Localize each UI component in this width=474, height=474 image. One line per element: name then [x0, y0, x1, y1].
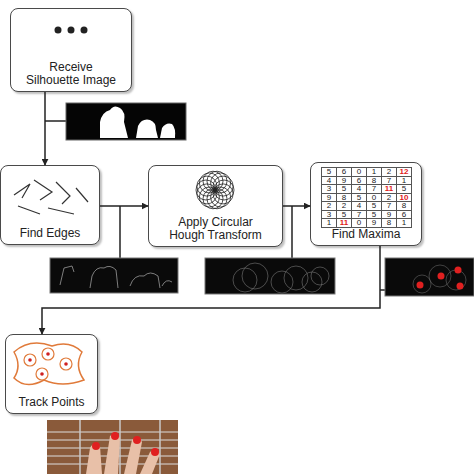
- table-cell: 7: [382, 202, 397, 211]
- table-cell: 7: [382, 177, 397, 186]
- table-cell: 6: [352, 177, 367, 186]
- hough-circle: [207, 189, 227, 209]
- dots-icon: [55, 27, 88, 34]
- table-cell: 2: [382, 194, 397, 203]
- leader-line: [45, 120, 66, 122]
- hough-circle: [203, 189, 223, 209]
- table-cell: 2: [382, 168, 397, 177]
- leader-line: [380, 289, 385, 291]
- table-cell: 4: [322, 177, 337, 186]
- table-cell: 6: [397, 211, 412, 220]
- table-cell: 4: [352, 202, 367, 211]
- table-cell: 8: [337, 194, 352, 203]
- hough-circle: [211, 187, 231, 207]
- node-label: Track Points: [18, 396, 84, 409]
- flow-arrow: [283, 205, 310, 207]
- table-cell: 2: [322, 202, 337, 211]
- hough-circle: [213, 184, 233, 204]
- table-cell: 2: [337, 202, 352, 211]
- hough-image: [205, 258, 335, 294]
- table-cell: 1: [367, 168, 382, 177]
- edges-icon: [14, 180, 88, 214]
- hough-circle: [199, 187, 219, 207]
- maxima-image: [385, 258, 474, 296]
- table-cell: 5: [367, 211, 382, 220]
- process-box: Track Points: [5, 334, 98, 414]
- hough-circle: [214, 180, 234, 200]
- table-cell: 12: [397, 168, 412, 177]
- guitar-image: [47, 420, 178, 474]
- table-cell: 1: [322, 219, 337, 228]
- hough-circle: [203, 171, 223, 191]
- flow-arrow: [44, 92, 46, 165]
- process-box: Receive Silhouette Image: [10, 8, 132, 92]
- table-cell: 5: [337, 185, 352, 194]
- table-cell: 5: [397, 185, 412, 194]
- table-cell: 9: [322, 194, 337, 203]
- table-cell: 0: [367, 194, 382, 203]
- node-label: Find Edges: [20, 227, 81, 240]
- table-cell: 11: [382, 185, 397, 194]
- table-cell: 1: [397, 177, 412, 186]
- table-cell: 8: [397, 202, 412, 211]
- table-cell: 4: [352, 185, 367, 194]
- number-grid: 5601212496871354711598502102245783575961…: [321, 167, 412, 228]
- hough-circle: [207, 171, 227, 191]
- hough-circle: [211, 173, 231, 193]
- table-cell: 0: [352, 219, 367, 228]
- table-cell: 8: [382, 219, 397, 228]
- hough-circle: [199, 173, 219, 193]
- silhouette-image: [66, 103, 186, 140]
- table-cell: 8: [367, 177, 382, 186]
- table-cell: 3: [322, 185, 337, 194]
- node-label: Receive Silhouette Image: [23, 61, 119, 87]
- leader-line: [119, 206, 121, 258]
- table-cell: 9: [382, 211, 397, 220]
- table-cell: 9: [367, 219, 382, 228]
- table-cell: 1: [397, 219, 412, 228]
- table-cell: 7: [367, 185, 382, 194]
- hough-circle: [213, 176, 233, 196]
- track-icon: [14, 343, 84, 384]
- table-cell: 6: [337, 168, 352, 177]
- edges-image: [50, 258, 178, 293]
- table-cell: 9: [337, 177, 352, 186]
- table-cell: 3: [322, 211, 337, 220]
- node-label: Find Maxima: [332, 228, 401, 241]
- process-box: Find Maxima56012124968713547115985021022…: [310, 162, 422, 246]
- flow-arrow: [42, 246, 380, 334]
- table-cell: 5: [322, 168, 337, 177]
- hough-circle: [197, 184, 217, 204]
- hough-circle: [196, 180, 216, 200]
- table-cell: 0: [352, 168, 367, 177]
- hough-icon: [196, 171, 234, 209]
- process-box: Find Edges: [0, 165, 100, 245]
- node-label: Apply Circular Hough Transform: [166, 216, 266, 242]
- leader-line: [291, 206, 293, 258]
- table-cell: 10: [397, 194, 412, 203]
- process-box: Apply Circular Hough Transform: [148, 165, 283, 247]
- table-cell: 11: [337, 219, 352, 228]
- hough-circle: [197, 176, 217, 196]
- table-cell: 5: [337, 211, 352, 220]
- flow-arrow: [100, 205, 148, 207]
- table-cell: 7: [352, 211, 367, 220]
- table-cell: 5: [367, 202, 382, 211]
- table-cell: 5: [352, 194, 367, 203]
